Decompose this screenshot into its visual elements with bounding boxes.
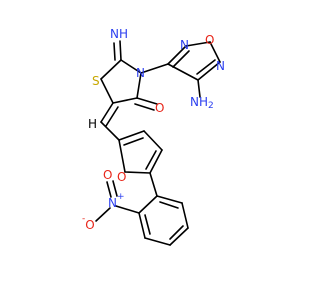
furan-o-label: O [117,170,126,184]
bond-c4-c5 [112,97,138,104]
nitro-o2-label: O [103,168,112,182]
ring-s-label: S [92,74,100,88]
bond-fz-c4-nh2 [197,79,201,98]
bond-fu-c5-o [124,171,151,174]
nitro-n-label: N+ [108,192,125,210]
imine-n-label: NH [110,27,128,41]
bond-c2-imine-2 [113,42,116,61]
bond-bz-4-5-2 [169,225,184,240]
furan-ring [118,130,163,197]
bond-fu-c3-c4 [143,130,163,151]
molecule-structure: NH S N O O N N NH2 H O N+ -O O [82,27,225,246]
thiazolidinone-ring [100,40,158,111]
bond-c5-ch-2 [105,106,119,127]
bond-fz-c3-n2 [167,45,187,65]
bond-bz-4-5 [169,227,189,246]
nitro-o1-label: -O [82,214,95,232]
benzene-ring [115,195,189,246]
bond-bz-2-3 [138,212,146,239]
furazan-n2-label: N [180,38,189,52]
bond-fz-c3-n2-2 [172,50,190,68]
bond-bz-2-3-2 [144,214,151,235]
bond-bz-3-4 [144,237,171,246]
atom-labels: NH S N O O N N NH2 H O N+ -O O [82,27,225,232]
furazan-ring [140,41,221,98]
nitro-group [95,180,118,222]
bond-fz-n1-c4-2 [196,59,216,75]
bond-s1-c2 [100,59,122,80]
bond-fu-c2-c3 [118,130,145,141]
bond-n3-furazan [140,63,169,74]
methine-bridge [100,102,120,141]
bond-fz-n2-o [185,41,211,47]
bond-c4-o-2 [134,103,155,111]
bond-fz-c4-c3 [167,63,199,81]
bond-bz-5-6 [181,202,189,229]
bond-bz-nitro [115,205,140,214]
bond-nitro-o2 [106,181,112,198]
bond-fu-c4-c5-2 [145,150,157,170]
bond-fu-c2-c3-2 [123,137,144,146]
bond-bz-6-1-2 [159,201,179,209]
bond-c2-n3 [120,59,142,74]
bond-fu-c4-c5 [149,149,163,174]
bond-bz-1-2 [138,195,158,214]
bond-fz-o-n1 [209,41,221,63]
bond-c2-imine [119,40,122,61]
bond-c5-s1 [100,78,114,104]
bond-fz-n1-c4 [197,61,221,81]
bond-bz-6-1 [156,195,183,204]
vinyl-h-label: H [88,117,97,131]
bond-c4-o [136,97,158,105]
furazan-o-label: O [205,33,214,47]
amino-label: NH2 [190,95,214,111]
bond-fu-o-c2 [118,139,126,173]
bond-ch-furan [100,121,120,141]
bond-nitro-o2-2 [112,180,118,197]
bond-n3-c4 [136,72,142,99]
furazan-n1-label: N [216,59,225,73]
bond-furan-phenyl [149,172,158,197]
bond-nitro-o1 [95,207,111,222]
bond-c5-ch [100,102,114,123]
carbonyl-o-label: O [155,101,164,115]
ring-n-label: N [136,66,145,80]
